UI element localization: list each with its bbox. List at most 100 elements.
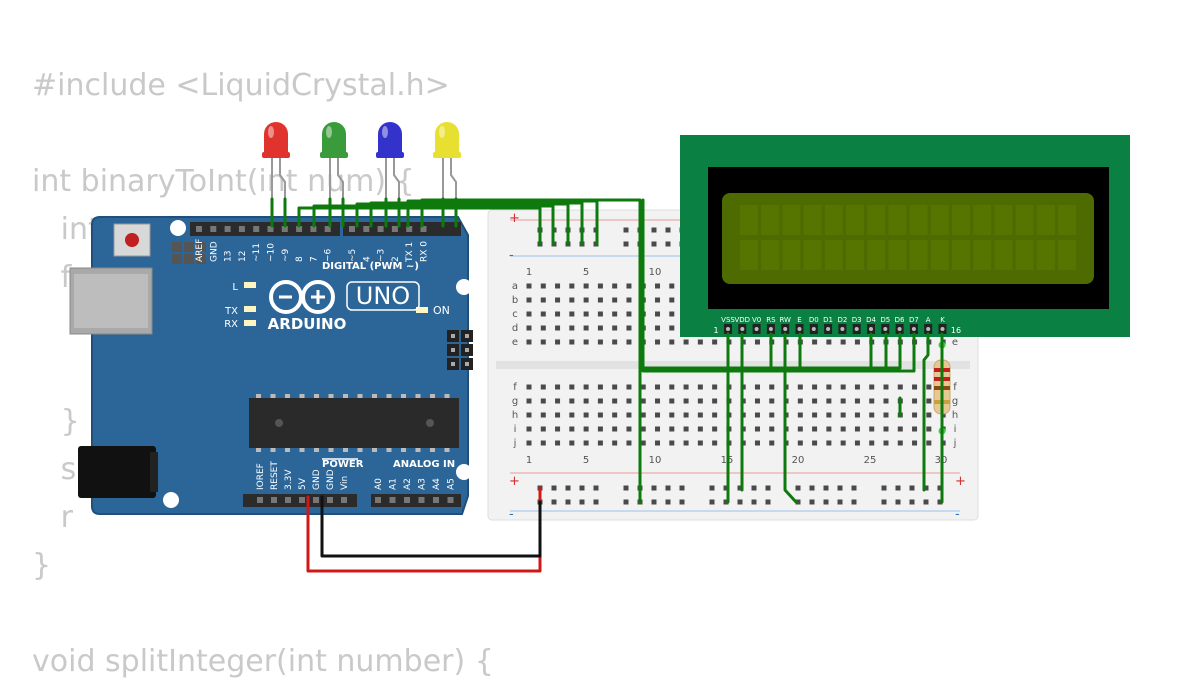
breadboard-hole	[765, 499, 771, 505]
lcd-char-cell	[888, 240, 907, 270]
code-line: void splitInteger(int number) {	[32, 644, 494, 679]
lcd-pin-hole	[754, 327, 759, 331]
column-number: 20	[792, 455, 805, 466]
digital-pin-label: ~3	[377, 249, 387, 262]
row-letter: h	[952, 410, 958, 421]
breadboard-hole	[651, 485, 657, 491]
lcd-char-cell	[930, 205, 949, 235]
led-rim	[262, 152, 290, 158]
digital-pin-label: 12	[238, 251, 248, 262]
chip-leg	[314, 394, 319, 398]
breadboard-hole	[926, 384, 932, 390]
led-highlight	[439, 126, 445, 138]
icsp-pin-hole	[465, 334, 469, 338]
row-letter: e	[952, 337, 958, 348]
breadboard-hole	[623, 227, 629, 233]
header-hole	[375, 497, 381, 503]
lcd-char-cell	[782, 205, 801, 235]
breadboard-hole	[712, 384, 718, 390]
column-number: 1	[526, 267, 532, 278]
code-line: r	[32, 500, 73, 535]
rx-label: RX	[224, 319, 238, 330]
breadboard-hole	[883, 440, 889, 446]
breadboard-hole	[626, 440, 632, 446]
breadboard-hole	[923, 499, 929, 505]
breadboard-hole	[551, 485, 557, 491]
breadboard-hole	[623, 485, 629, 491]
chip-dot	[426, 419, 434, 427]
chip-leg	[372, 448, 377, 452]
icsp-pin-hole	[465, 362, 469, 366]
breadboard-hole	[826, 426, 832, 432]
lcd-char-cell	[973, 240, 992, 270]
breadboard-hole	[909, 499, 915, 505]
breadboard-hole	[593, 485, 599, 491]
icsp-pin	[172, 242, 182, 252]
header-hole	[271, 497, 277, 503]
row-letter: i	[954, 424, 957, 435]
mounting-hole	[170, 220, 186, 236]
chip-leg	[444, 394, 450, 398]
breadboard-hole	[669, 412, 675, 418]
breadboard-hole	[840, 384, 846, 390]
breadboard-hole	[912, 440, 918, 446]
led-rim	[320, 152, 348, 158]
lcd-char-cell	[803, 205, 822, 235]
breadboard-hole	[640, 440, 646, 446]
breadboard-hole	[569, 297, 575, 303]
header-hole	[299, 497, 305, 503]
lcd-pin-hole	[854, 327, 859, 331]
header-hole	[238, 226, 245, 232]
breadboard-hole	[655, 398, 661, 404]
breadboard-hole	[683, 339, 689, 345]
breadboard-hole	[765, 485, 771, 491]
lcd-pin-label: RW	[779, 316, 791, 324]
led-body	[322, 122, 346, 155]
header-hole	[389, 497, 396, 503]
breadboard-hole	[626, 283, 632, 289]
digital-pin-label: ~6	[324, 248, 334, 262]
breadboard-hole	[655, 426, 661, 432]
lcd-pin-label: VDD	[735, 316, 751, 324]
breadboard-hole	[812, 398, 818, 404]
power-analog-header-holes	[257, 497, 454, 503]
breadboard-hole	[640, 426, 646, 432]
led-leg	[337, 155, 344, 199]
chip-leg	[270, 394, 276, 398]
breadboard-hole	[569, 325, 575, 331]
breadboard-hole	[669, 297, 675, 303]
header-hole	[406, 226, 413, 232]
dc-power-jack-rim	[150, 452, 158, 492]
lcd-pin-hole	[740, 327, 745, 331]
breadboard-hole	[597, 297, 603, 303]
breadboard-hole	[840, 412, 846, 418]
wires-group	[270, 197, 944, 573]
l-led-label: L	[232, 282, 238, 293]
bottom-rail-plus-label: +	[955, 474, 966, 489]
breadboard-hole	[526, 398, 532, 404]
led-yellow	[433, 122, 461, 199]
bottom-rail-minus-label: -	[955, 507, 960, 522]
breadboard-hole	[612, 398, 618, 404]
breadboard-hole	[655, 440, 661, 446]
row-letter: j	[513, 438, 517, 449]
signal-wire	[297, 206, 542, 246]
rx-led-indicator	[244, 320, 256, 326]
chip-leg	[357, 448, 363, 452]
breadboard-hole	[579, 485, 585, 491]
lcd-char-cell	[740, 205, 758, 235]
breadboard-hole	[837, 485, 843, 491]
breadboard-hole	[555, 283, 561, 289]
header-hole	[296, 226, 303, 232]
lcd-char-cell	[952, 205, 970, 235]
breadboard-hole	[897, 440, 903, 446]
tx-label: TX	[224, 306, 238, 317]
breadboard-hole	[540, 339, 546, 345]
breadboard-hole	[926, 426, 932, 432]
breadboard-hole	[669, 440, 675, 446]
led-rim	[433, 152, 461, 158]
breadboard-hole	[640, 412, 646, 418]
lcd-pin-hole	[811, 327, 816, 331]
